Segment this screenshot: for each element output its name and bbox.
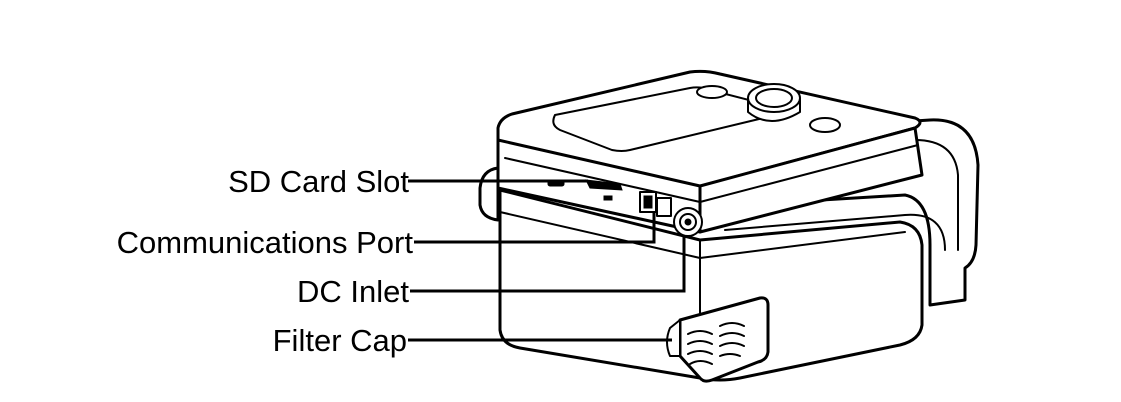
top-cover-rim (504, 144, 919, 203)
filter-cap-detail (666, 296, 770, 383)
rear-housing-groove (724, 213, 946, 251)
device-illustration (478, 69, 980, 383)
top-button-right (809, 117, 841, 133)
dc-inlet-detail (673, 207, 703, 237)
leader-dc-inlet (410, 236, 686, 293)
leader-lines (408, 179, 686, 342)
label-sd-card-slot: SD Card Slot (228, 164, 409, 199)
leader-communications-port (414, 212, 656, 244)
label-dc-inlet: DC Inlet (297, 274, 409, 309)
label-filter-cap: Filter Cap (273, 323, 407, 358)
rotary-knob (747, 83, 801, 122)
label-communications-port: Communications Port (117, 225, 414, 260)
callout-labels: SD Card Slot Communications Port DC Inle… (117, 164, 414, 358)
top-button-left (696, 85, 728, 99)
main-body (498, 188, 924, 382)
left-side-nub (478, 166, 500, 222)
communications-port-detail (639, 191, 672, 217)
